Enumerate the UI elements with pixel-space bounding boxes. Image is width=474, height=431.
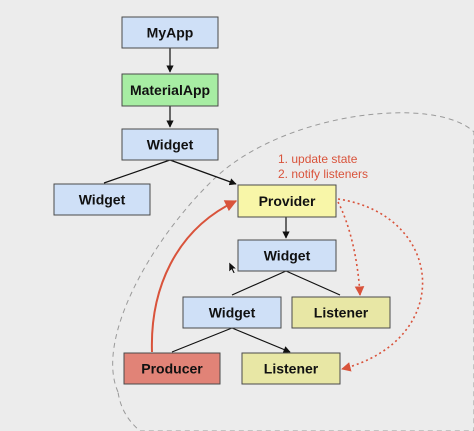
annotation-notify-listeners: 2. notify listeners [278, 167, 368, 181]
node-widget-low-label: Widget [209, 305, 256, 321]
node-provider: Provider [237, 184, 337, 218]
node-materialapp: MaterialApp [121, 73, 219, 107]
provider-to-bottom-listener-dotted-arrow [337, 198, 424, 372]
edge-widget-mid-widget-low [231, 270, 287, 296]
node-provider-box [237, 184, 337, 218]
node-listener-right: Listener [291, 296, 391, 329]
node-widget-left-box [53, 183, 151, 216]
node-widget-left: Widget [53, 183, 151, 216]
node-materialapp-box [121, 73, 219, 107]
node-widget-low-box [182, 296, 282, 329]
edge-widget-widget-left [103, 159, 171, 184]
node-myapp-box [121, 16, 219, 49]
node-listener-right-box [291, 296, 391, 329]
mouse-cursor-icon [228, 261, 238, 274]
node-listener-bottom-box [241, 352, 341, 385]
node-provider-label: Provider [259, 193, 316, 209]
node-widget-top-label: Widget [147, 137, 194, 153]
node-producer-box [123, 352, 221, 385]
edge-widget-provider [169, 159, 237, 186]
node-widget-mid: Widget [237, 239, 337, 272]
edge-widget-mid-listener [285, 270, 341, 296]
node-widget-mid-box [237, 239, 337, 272]
node-myapp-label: MyApp [147, 25, 194, 41]
node-widget-mid-label: Widget [264, 248, 311, 264]
node-producer-label: Producer [141, 361, 203, 377]
provider-scope-region [112, 112, 474, 431]
node-listener-bottom: Listener [241, 352, 341, 385]
node-widget-left-label: Widget [79, 192, 126, 208]
node-widget-low: Widget [182, 296, 282, 329]
node-listener-bottom-label: Listener [264, 361, 319, 377]
node-widget-top: Widget [121, 128, 219, 161]
node-listener-right-label: Listener [314, 305, 369, 321]
edge-widget-low-producer [171, 327, 233, 353]
provider-to-listener-dotted-arrow [337, 201, 365, 296]
producer-to-provider-arrow [150, 200, 238, 353]
edge-widget-low-listener [231, 327, 291, 353]
node-myapp: MyApp [121, 16, 219, 49]
node-widget-top-box [121, 128, 219, 161]
annotation-update-state: 1. update state [278, 152, 358, 166]
node-producer: Producer [123, 352, 221, 385]
node-materialapp-label: MaterialApp [130, 82, 210, 98]
